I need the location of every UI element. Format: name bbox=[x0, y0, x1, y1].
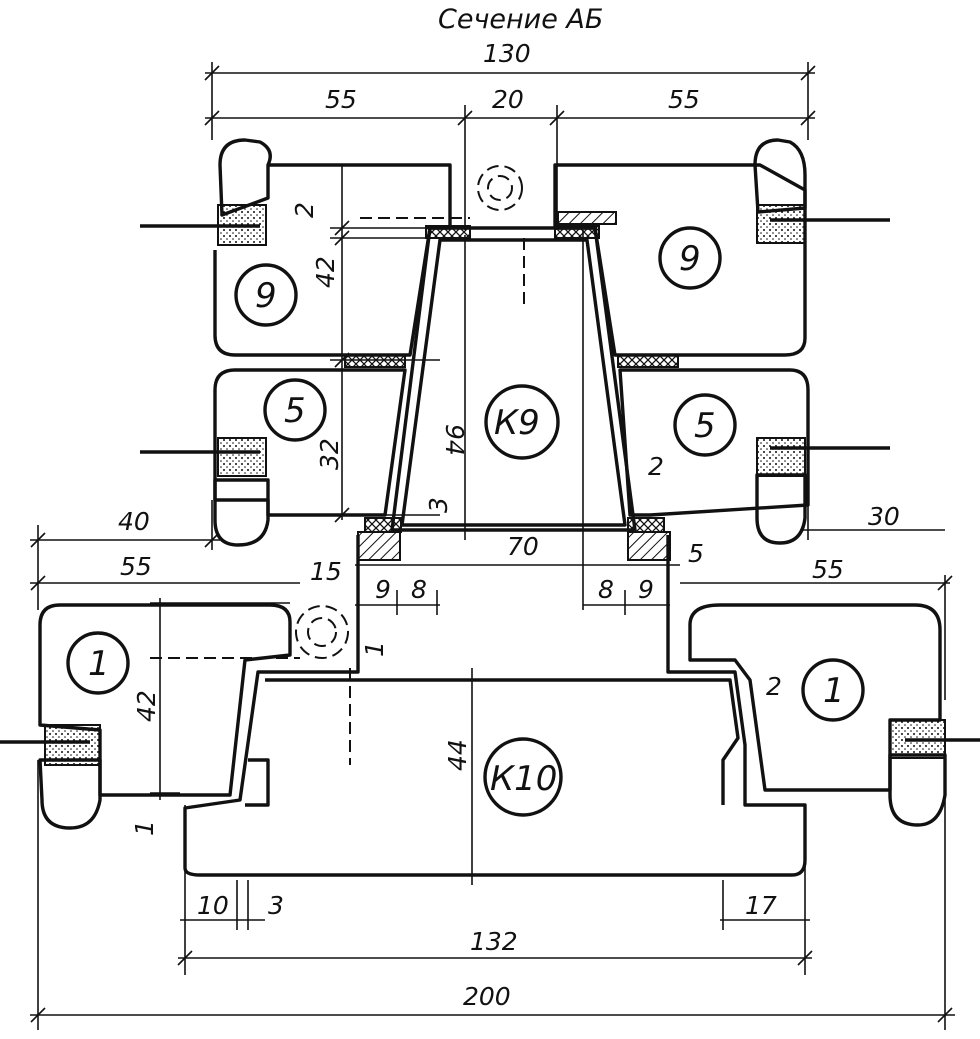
dim-2-right: 2 bbox=[766, 672, 782, 701]
dim-2-middle: 2 bbox=[648, 452, 664, 481]
label-5-left: 5 bbox=[284, 391, 306, 431]
panel-9-right bbox=[553, 138, 890, 357]
dim-3-middle: 3 bbox=[424, 497, 453, 513]
dim-200: 200 bbox=[463, 982, 511, 1011]
dim-17: 17 bbox=[745, 891, 777, 920]
dimension-lines bbox=[30, 62, 955, 1030]
dim-1-middle: 1 bbox=[360, 641, 389, 657]
panel-5-right bbox=[618, 368, 890, 545]
dim-8-right: 8 bbox=[598, 575, 614, 604]
panel-5-left bbox=[140, 368, 407, 547]
dim-44: 44 bbox=[443, 739, 472, 771]
dim-55-middle-right: 55 bbox=[812, 555, 844, 584]
label-1-right: 1 bbox=[823, 671, 845, 711]
label-k10: К10 bbox=[490, 759, 557, 799]
dim-8-left: 8 bbox=[411, 575, 427, 604]
dim-15: 15 bbox=[310, 557, 342, 586]
dim-55-top-right: 55 bbox=[668, 85, 700, 114]
dim-3-lower: 3 bbox=[268, 891, 284, 920]
dim-9-left: 9 bbox=[375, 575, 391, 604]
dim-32: 32 bbox=[315, 438, 344, 470]
label-k9: К9 bbox=[494, 403, 540, 443]
anchor-marker-top bbox=[360, 165, 525, 305]
column-k10 bbox=[183, 535, 807, 877]
dim-132: 132 bbox=[470, 927, 518, 956]
dim-42-lower: 42 bbox=[132, 690, 161, 722]
dim-94: 94 bbox=[440, 424, 469, 456]
column-k9 bbox=[357, 226, 671, 561]
label-9-right: 9 bbox=[679, 239, 701, 279]
element-marks bbox=[66, 226, 865, 817]
panel-1-left bbox=[0, 603, 292, 830]
label-9-left: 9 bbox=[255, 276, 277, 316]
dim-20: 20 bbox=[492, 85, 524, 114]
dim-2-top: 2 bbox=[290, 202, 319, 218]
section-title: Сечение АБ bbox=[438, 4, 603, 35]
dim-42-top: 42 bbox=[311, 256, 340, 288]
dim-10: 10 bbox=[197, 891, 229, 920]
label-1-left: 1 bbox=[88, 644, 110, 684]
anchor-marker-bottom bbox=[150, 605, 351, 765]
dim-40: 40 bbox=[118, 507, 150, 536]
panel-9-left bbox=[140, 138, 452, 357]
dim-5: 5 bbox=[688, 539, 704, 568]
dim-55-middle-left: 55 bbox=[120, 552, 152, 581]
label-5-right: 5 bbox=[694, 406, 716, 446]
panel-1-right bbox=[688, 603, 980, 827]
dim-9-right: 9 bbox=[638, 575, 654, 604]
dim-55-top-left: 55 bbox=[325, 85, 357, 114]
dim-130: 130 bbox=[483, 39, 531, 68]
dim-70: 70 bbox=[507, 532, 539, 561]
dim-30: 30 bbox=[868, 502, 900, 531]
dim-1-lower: 1 bbox=[130, 820, 159, 836]
